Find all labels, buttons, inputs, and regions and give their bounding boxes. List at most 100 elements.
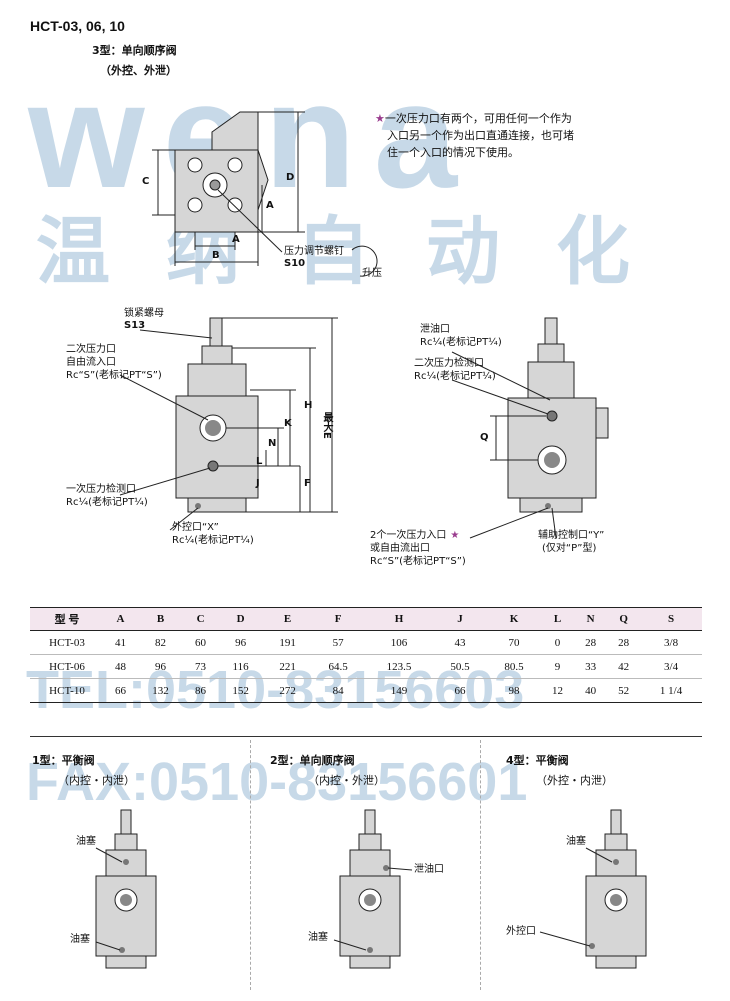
value-cell: 132 [137, 678, 185, 703]
value-cell: 60 [184, 630, 218, 655]
type1-sub: （内控・内泄） [58, 774, 135, 787]
value-cell: 1 1/4 [640, 678, 702, 703]
column-divider-2 [480, 740, 482, 990]
value-cell: 116 [217, 654, 265, 679]
type2-valve [333, 809, 413, 969]
note-line-1: 一次压力口有两个，可用任何一个作为 [384, 112, 572, 125]
ext-label-1: 外控口“X” [172, 522, 219, 533]
value-cell: 73 [184, 654, 218, 679]
value-cell: 84 [311, 678, 366, 703]
locknut-size: S13 [124, 320, 146, 331]
type2-label-a: 泄油口 [414, 864, 444, 875]
value-cell: 48 [104, 654, 138, 679]
raise-label: 升压 [362, 268, 382, 279]
drain-label-2: Rc¼(老标记PT¼) [420, 337, 502, 348]
gauge1-label-1: 一次压力检测口 [66, 484, 136, 495]
type1-label-a: 油塞 [76, 836, 96, 847]
value-cell: 96 [137, 654, 185, 679]
star-icon: ★ [375, 112, 385, 125]
screw-label: 压力调节螺钉 [284, 246, 344, 257]
type2-title: 2型：单向顺序阀 [270, 754, 355, 767]
gauge1-label-2: Rc¼(老标记PT¼) [66, 497, 148, 508]
col-header-d: D [217, 607, 265, 631]
dim-e: 最大E [321, 412, 332, 439]
value-cell: 272 [264, 678, 312, 703]
type1-valve [95, 809, 157, 969]
model-cell: HCT-10 [30, 678, 104, 703]
type2-label-b: 油塞 [308, 932, 328, 943]
value-cell: 28 [607, 630, 641, 655]
value-cell: 12 [541, 678, 575, 703]
model-cell: HCT-03 [30, 630, 104, 655]
value-cell: 43 [433, 630, 488, 655]
value-cell: 221 [264, 654, 312, 679]
value-cell: 96 [217, 630, 265, 655]
front-view-drawing [451, 317, 609, 539]
col-header-l: L [541, 607, 575, 631]
col-header-s: S [640, 607, 702, 631]
dim-c-top: C [142, 176, 150, 187]
screw-size: S10 [284, 258, 306, 269]
aux-label-1: 辅助控制口“Y” [538, 530, 605, 541]
col-header-model: 型 号 [30, 607, 104, 631]
top-view-drawing [152, 111, 378, 277]
type4-valve [539, 809, 647, 969]
value-cell: 80.5 [487, 654, 542, 679]
port2-label-1: 二次压力口 [66, 344, 116, 355]
type4-title: 4型：平衡阀 [506, 754, 569, 767]
value-cell: 82 [137, 630, 185, 655]
dim-n: N [268, 438, 277, 449]
value-cell: 123.5 [365, 654, 434, 679]
value-cell: 57 [311, 630, 366, 655]
value-cell: 70 [487, 630, 542, 655]
inlet-label-3: Rc“S”(老标记PT“S”) [370, 556, 466, 567]
note-line-2: 入口另一个作为出口直通连接，也可堵 [387, 129, 574, 142]
value-cell: 0 [541, 630, 575, 655]
col-header-b: B [137, 607, 185, 631]
col-header-q: Q [607, 607, 641, 631]
value-cell: 86 [184, 678, 218, 703]
gauge2-label-2: Rc¼(老标记PT¼) [414, 371, 496, 382]
model-cell: HCT-06 [30, 654, 104, 679]
dim-h: H [304, 400, 313, 411]
type1-label-b: 油塞 [70, 934, 90, 945]
ext-label-2: Rc¼(老标记PT¼) [172, 535, 254, 546]
type-title: 3型：单向顺序阀 [92, 44, 177, 57]
dim-a-vert: A [266, 200, 274, 211]
value-cell: 28 [574, 630, 608, 655]
dim-k: K [284, 418, 292, 429]
aux-label-2: (仅对“P”型) [542, 543, 597, 554]
inlet-label-1: 2个一次压力入口★ [370, 530, 459, 542]
value-cell: 3/8 [640, 630, 702, 655]
col-header-f: F [311, 607, 366, 631]
side-view-drawing [119, 317, 338, 531]
drain-label-1: 泄油口 [420, 324, 450, 335]
type2-sub: （内控・外泄） [308, 774, 385, 787]
col-header-n: N [574, 607, 608, 631]
dim-l: L [256, 456, 263, 467]
dim-f: F [304, 478, 311, 489]
gauge2-label-1: 二次压力检测口 [414, 358, 484, 369]
value-cell: 64.5 [311, 654, 366, 679]
locknut-label: 锁紧螺母 [124, 308, 164, 319]
inlet-text: 2个一次压力入口 [370, 530, 447, 541]
col-header-j: J [433, 607, 488, 631]
column-divider-1 [250, 740, 252, 990]
dim-a-top: A [232, 234, 240, 245]
section-divider [30, 736, 702, 737]
value-cell: 66 [104, 678, 138, 703]
dim-j: J [256, 478, 260, 489]
star-icon: ★ [450, 530, 460, 541]
value-cell: 41 [104, 630, 138, 655]
dim-q: Q [480, 432, 489, 443]
port2-label-3: Rc“S”(老标记PT“S”) [66, 370, 162, 381]
model-title: HCT-03, 06, 10 [30, 18, 125, 34]
dim-b-top: B [212, 250, 220, 261]
type4-sub: （外控・内泄） [536, 774, 613, 787]
value-cell: 3/4 [640, 654, 702, 679]
